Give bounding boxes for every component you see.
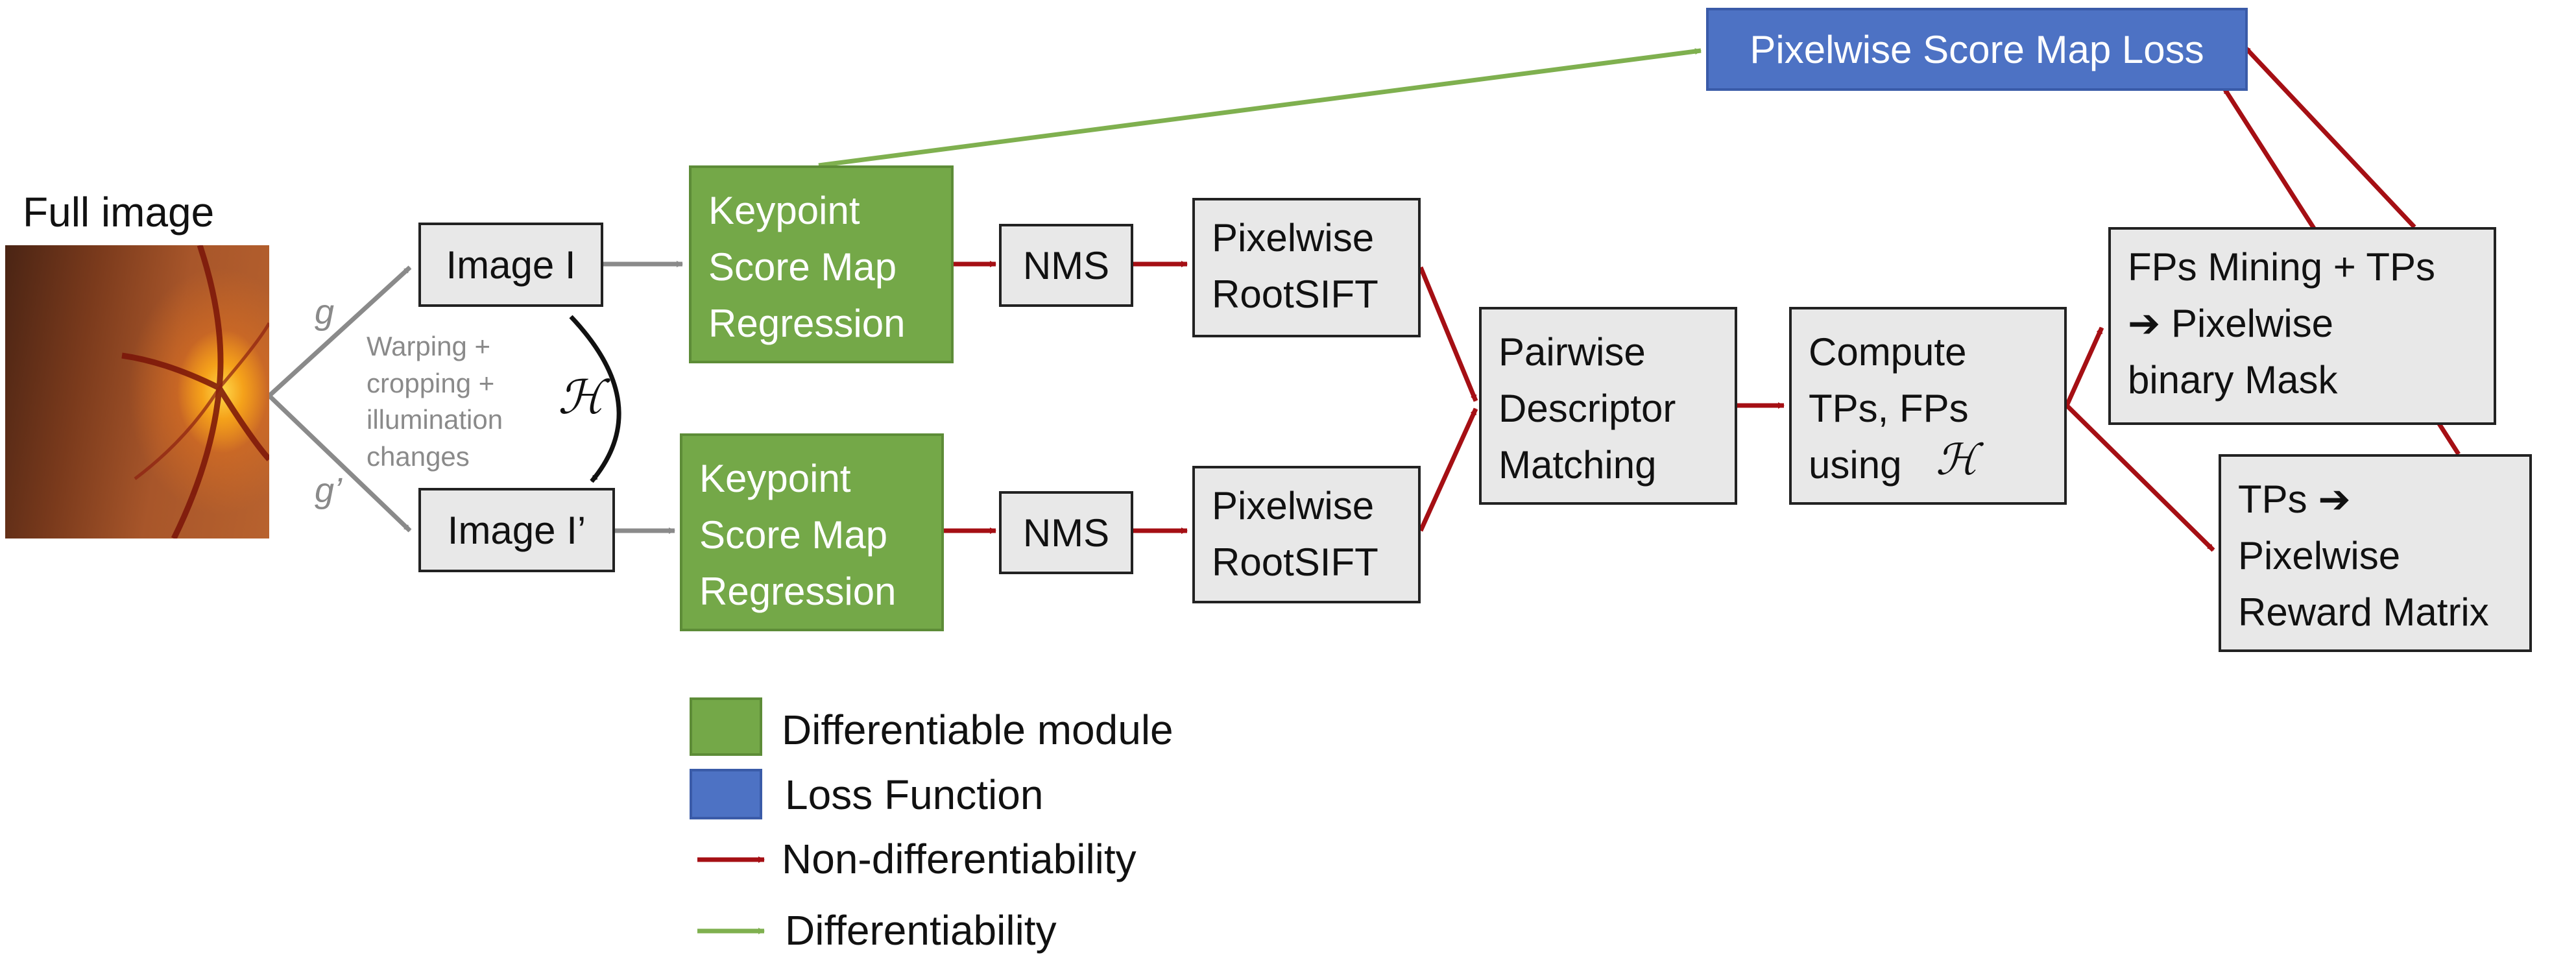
- compute-tps-fps-label: Compute TPs, FPs using: [1809, 330, 1969, 487]
- label-g-prime: g’: [315, 471, 343, 510]
- image-i-box: Image I: [418, 223, 603, 307]
- arrow-g-to-image-i: [267, 265, 412, 398]
- homography-symbol: ℋ: [558, 370, 605, 424]
- nms-bottom-box: NMS: [999, 491, 1133, 574]
- image-i-prime-box: Image I’: [418, 488, 615, 572]
- arrow-fps-mining-to-loss: [2243, 45, 2416, 229]
- rootsift-bottom-label: Pixelwise RootSIFT: [1212, 484, 1378, 584]
- image-i-prime-label: Image I’: [447, 508, 586, 552]
- transform-note: Warping + cropping + illumination change…: [367, 331, 503, 472]
- nms-top-label: NMS: [1022, 243, 1110, 287]
- pairwise-matching-label: Pairwise Descriptor Matching: [1499, 330, 1676, 487]
- retina-photo: [5, 245, 269, 538]
- legend-differentiability: Differentiability: [785, 907, 1057, 954]
- arrow-compute-to-fps-mining: [2064, 326, 2104, 407]
- arrow-rootsift-top-to-pairwise: [1418, 266, 1478, 402]
- image-i-label: Image I: [446, 243, 576, 287]
- compute-homography-symbol: ℋ: [1936, 435, 1979, 485]
- retina-vessels: [121, 245, 269, 538]
- compute-tps-fps-box: Compute TPs, FPs using ℋ: [1789, 307, 2067, 505]
- keypoint-regression-bottom: Keypoint Score Map Regression: [680, 433, 944, 631]
- rootsift-top-label: Pixelwise RootSIFT: [1212, 216, 1378, 316]
- arrow-g-prime-to-image-i-prime: [267, 394, 412, 533]
- legend-differentiable-module: Differentiable module: [782, 707, 1174, 753]
- keypoint-regression-top-label: Keypoint Score Map Regression: [708, 189, 906, 345]
- tps-reward-label: TPs ➔ Pixelwise Reward Matrix: [2238, 478, 2489, 634]
- legend-green-swatch: [690, 697, 762, 756]
- arrow-compute-to-tps-reward: [2065, 404, 2215, 552]
- rootsift-bottom-box: Pixelwise RootSIFT: [1192, 466, 1421, 603]
- fps-mining-box: FPs Mining + TPs ➔ Pixelwise binary Mask: [2108, 227, 2496, 425]
- pairwise-matching-box: Pairwise Descriptor Matching: [1479, 307, 1737, 505]
- full-image-label: Full image: [23, 189, 215, 236]
- nms-bottom-label: NMS: [1022, 511, 1110, 555]
- rootsift-top-box: Pixelwise RootSIFT: [1192, 198, 1421, 337]
- arrow-rootsift-bottom-to-pairwise: [1418, 407, 1478, 532]
- pixelwise-score-map-loss-box: Pixelwise Score Map Loss: [1706, 8, 2248, 91]
- label-g: g: [315, 293, 335, 332]
- keypoint-regression-top: Keypoint Score Map Regression: [689, 165, 954, 363]
- nms-top-box: NMS: [999, 224, 1133, 307]
- legend-non-differentiability: Non-differentiability: [782, 836, 1137, 882]
- homography-curve-arrow: [569, 315, 621, 483]
- legend-loss-function: Loss Function: [785, 771, 1044, 818]
- pixelwise-score-map-loss-label: Pixelwise Score Map Loss: [1750, 27, 2204, 71]
- arrow-kp-top-to-loss: [818, 48, 1702, 168]
- tps-reward-box: TPs ➔ Pixelwise Reward Matrix: [2219, 454, 2532, 652]
- legend-blue-swatch: [690, 769, 762, 819]
- fps-mining-label: FPs Mining + TPs ➔ Pixelwise binary Mask: [2128, 245, 2436, 402]
- keypoint-regression-bottom-label: Keypoint Score Map Regression: [699, 457, 897, 613]
